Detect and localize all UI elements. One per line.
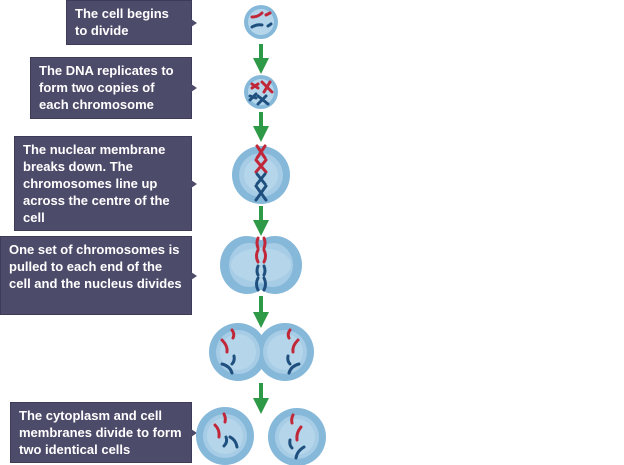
step-1-label: The cell begins to divide [66,0,197,45]
cell-stage-4 [220,236,302,294]
step-2-label: The DNA replicates to form two copies of… [30,57,197,119]
cell-stage-6-left [196,407,254,465]
cell-stage-3 [232,144,290,204]
cell-stage-1 [244,5,278,39]
step-3-label: The nuclear membrane breaks down. The ch… [14,136,197,231]
step-5-label: The cytoplasm and cell membranes divide … [10,402,197,463]
cell-stage-2 [244,75,278,109]
step-4-label: One set of chromosomes is pulled to each… [0,236,197,315]
cell-stage-6-right [268,408,326,465]
cell-stage-5 [209,323,314,381]
